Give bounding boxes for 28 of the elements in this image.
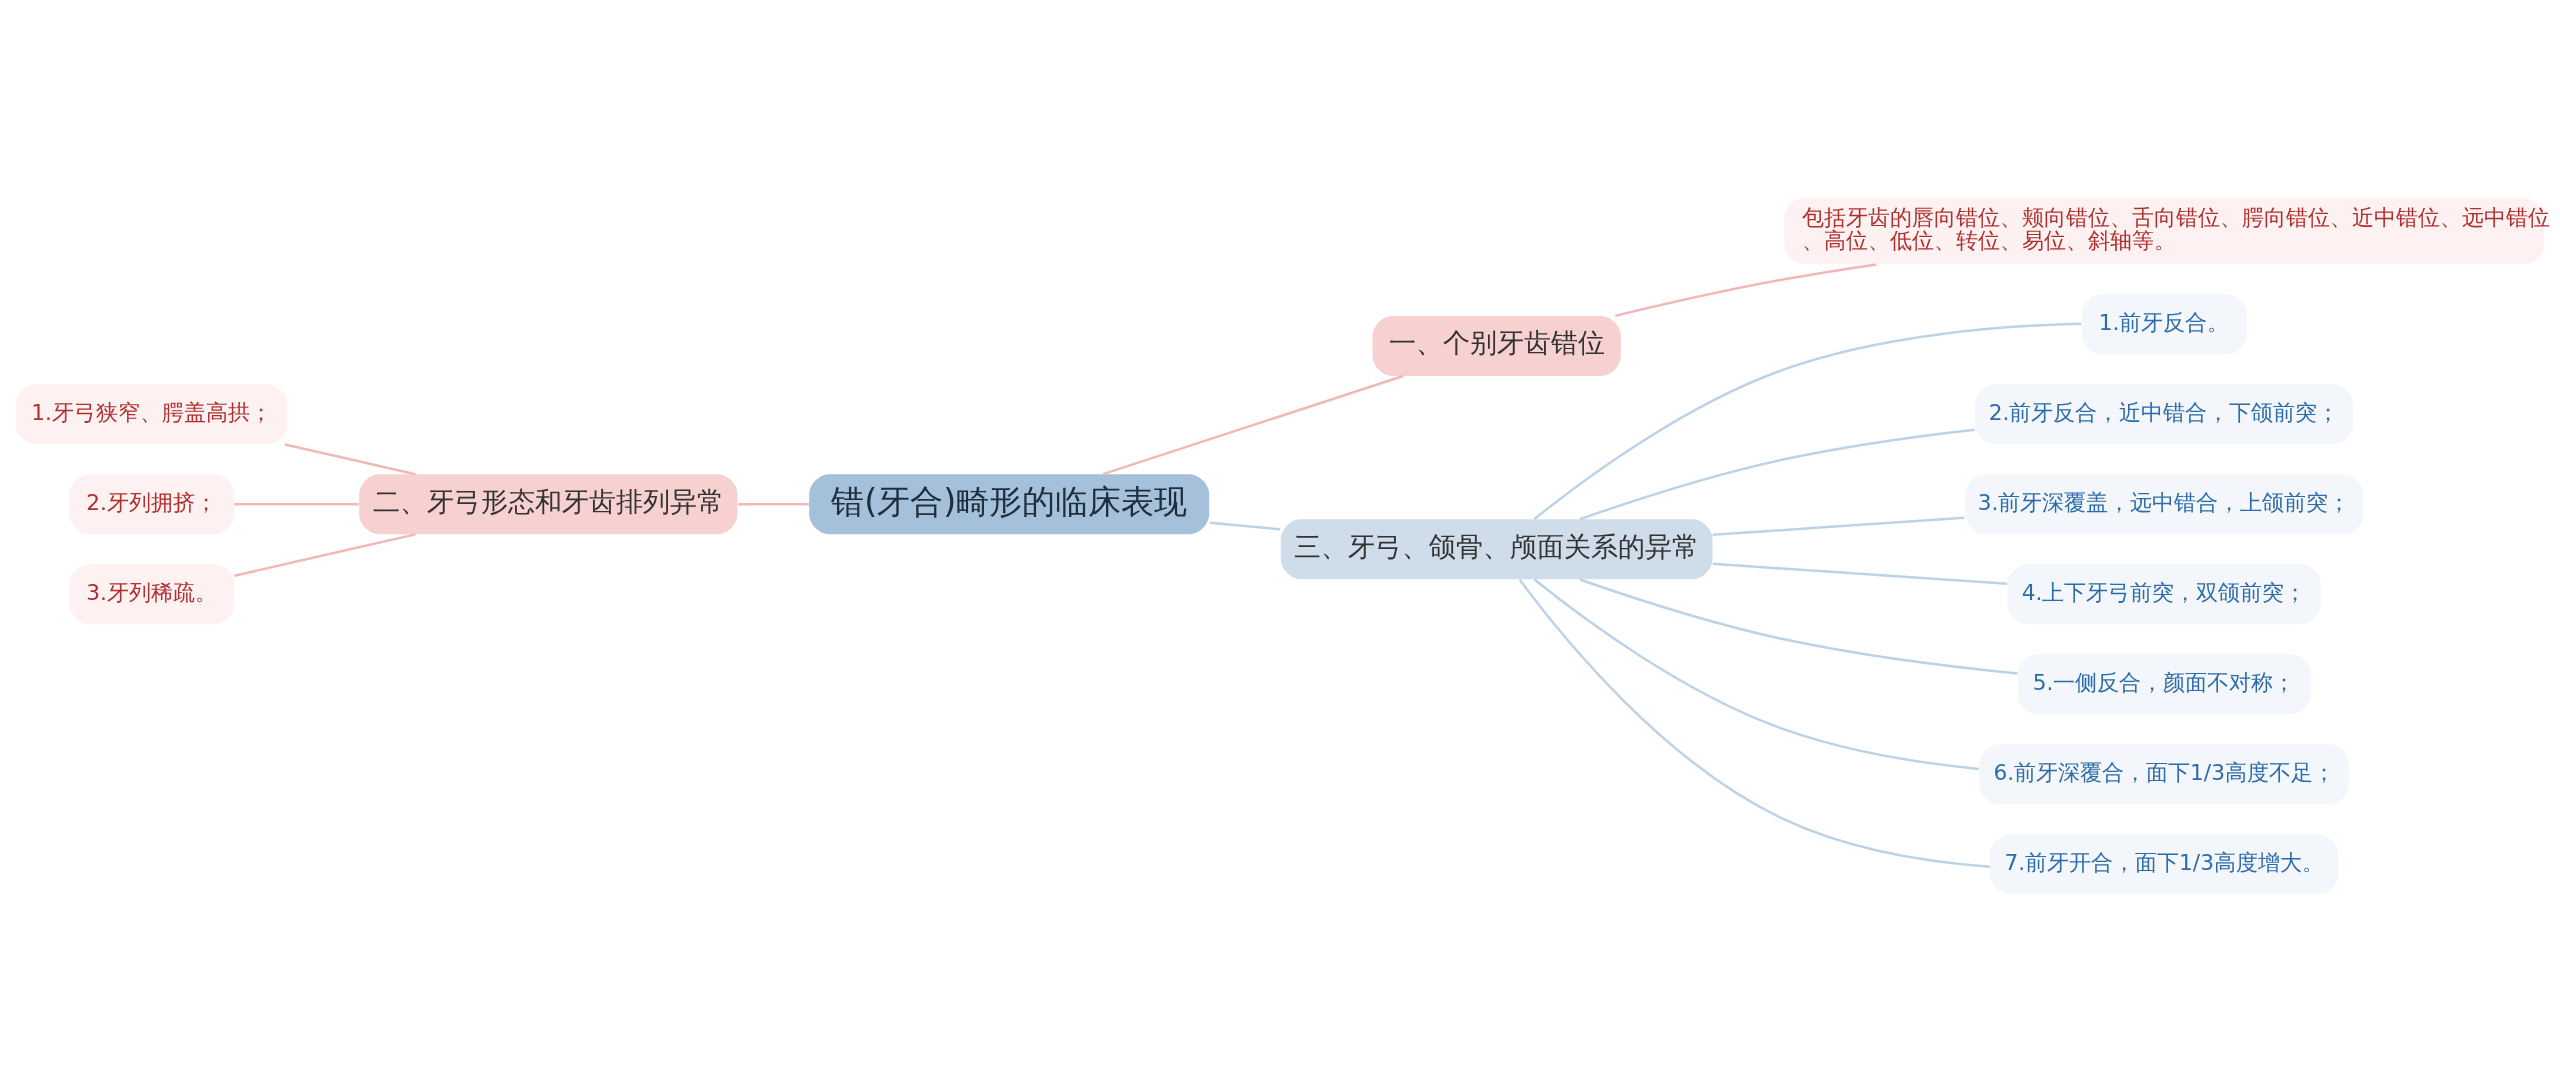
- node-box: 4.上下牙弓前突，双颌前突；: [2007, 563, 2321, 624]
- connector: [234, 502, 359, 506]
- connector: [738, 502, 810, 506]
- node-box: 3.前牙深覆盖，远中错合，上颌前突；: [1965, 473, 2364, 534]
- node-box: 二、牙弓形态和牙齿排列异常: [359, 473, 738, 534]
- connector: [234, 532, 416, 577]
- node-box: 7.前牙开合，面下1/3高度增大。: [1990, 833, 2339, 894]
- connector: [1712, 516, 1965, 536]
- node-box: 错(牙合)畸形的临床表现: [809, 473, 1210, 534]
- connector: [1579, 427, 1975, 520]
- node-box: 三、牙弓、颌骨、颅面关系的异常: [1280, 518, 1713, 579]
- node-box: 1.牙弓狭窄、腭盖高拱；: [15, 383, 288, 444]
- node-box: 1.前牙反合。: [2081, 293, 2247, 354]
- node-box: 2.牙列拥挤；: [69, 473, 235, 534]
- node-box: 3.牙列稀疏。: [69, 563, 235, 624]
- connector: [284, 442, 416, 475]
- node-box: 6.前牙深覆合，面下1/3高度不足；: [1979, 743, 2350, 804]
- connector: [1533, 322, 2082, 520]
- connector: [1209, 521, 1281, 531]
- connector: [1102, 374, 1404, 475]
- node-box: 一、个别牙齿错位: [1372, 315, 1621, 376]
- connector: [1615, 262, 1877, 317]
- connector: [1533, 578, 1979, 770]
- connector: [1712, 562, 2008, 585]
- node-box: 5.一侧反合，颜面不对称；: [2017, 653, 2311, 714]
- connector: [1518, 578, 1991, 868]
- connector: [1579, 577, 2018, 675]
- node-box: 2.前牙反合，近中错合，下颌前突；: [1975, 383, 2354, 444]
